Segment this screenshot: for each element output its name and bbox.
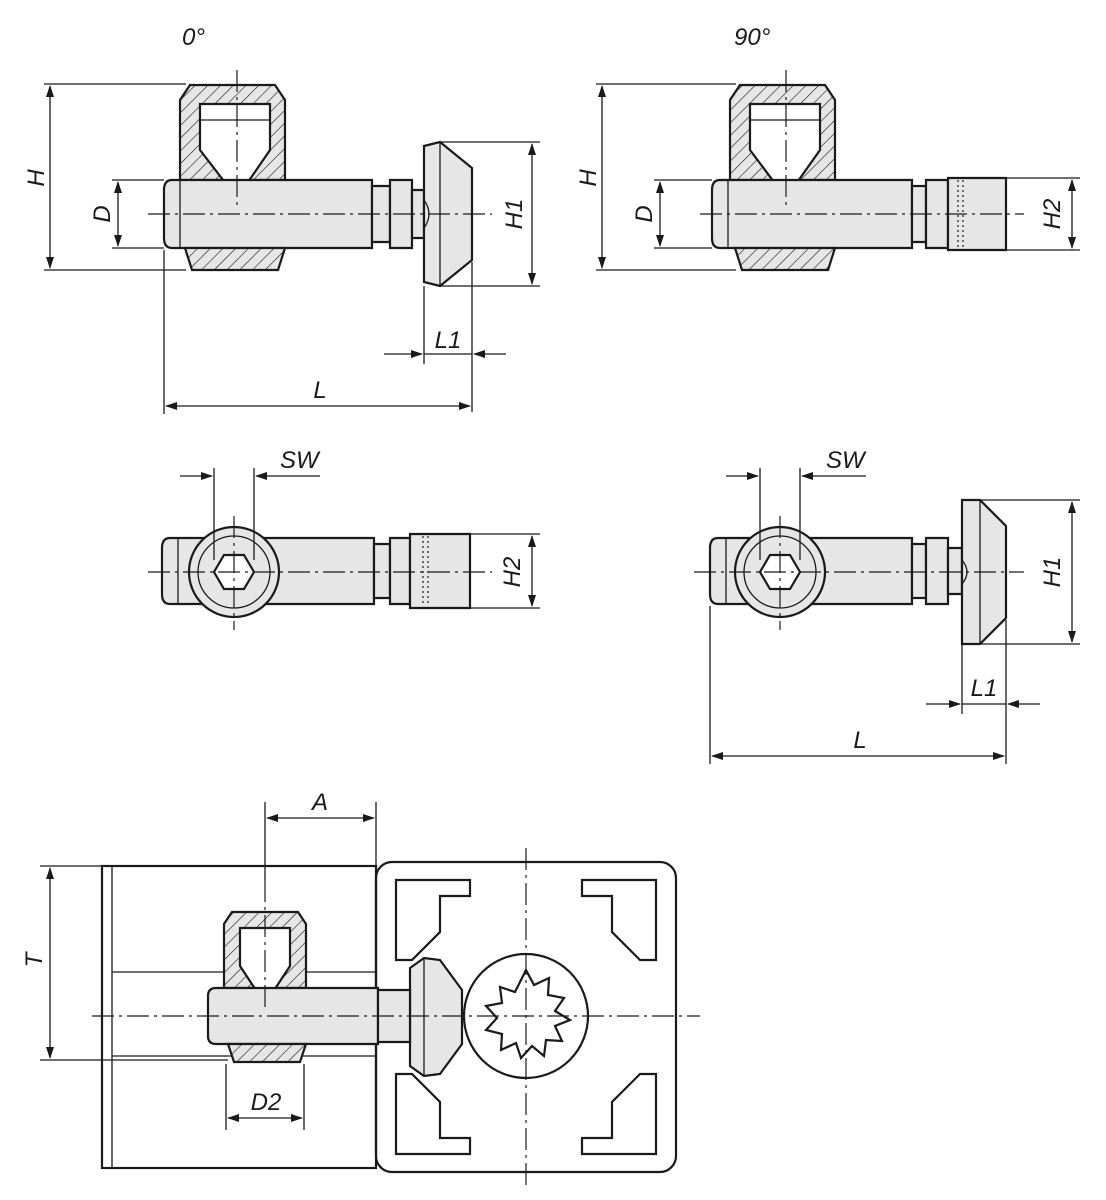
shaft-groove-top (372, 542, 392, 600)
label-l1-t: L1 (971, 675, 998, 702)
profile-pocket-bottom-left (394, 1072, 472, 1156)
profile-core-bore (483, 967, 573, 1061)
shaft-neck-top-t (946, 546, 964, 596)
washer-section-assembly (226, 1042, 308, 1064)
profile-pocket-bottom-right (580, 1072, 658, 1156)
label-h-90: H (575, 169, 602, 187)
shaft-assembly (206, 986, 380, 1046)
view-assembly: A T D2 (21, 789, 700, 1186)
shaft-collar-top-t (924, 536, 950, 606)
label-h: H (23, 169, 50, 187)
label-l-t: L (853, 727, 866, 754)
view-top-knurled: SW H2 (148, 447, 540, 630)
view-caption-0-degree: 0° (182, 24, 205, 51)
label-t: T (21, 950, 48, 967)
label-l1: L1 (435, 327, 462, 354)
washer-section (183, 246, 287, 272)
profile-pocket-top-right (580, 878, 658, 962)
label-h2-90: H2 (1039, 199, 1066, 230)
label-a: A (310, 789, 328, 816)
view-90-degree: 90° H D H2 (575, 24, 1080, 272)
view-caption-90-degree: 90° (734, 24, 771, 51)
washer-section-90 (733, 246, 837, 272)
shaft-groove-top-t (910, 542, 928, 600)
nut-bore (198, 102, 272, 200)
label-l: L (313, 377, 326, 404)
profile-pocket-top-left (394, 878, 472, 962)
nut-bore-90 (748, 102, 822, 200)
label-d: D (89, 205, 116, 222)
label-d2: D2 (251, 1089, 282, 1116)
label-sw: SW (280, 447, 321, 474)
label-h1-t: H1 (1039, 557, 1066, 588)
shaft-collar-top (388, 536, 412, 606)
view-top-t-head: SW H1 L1 L (694, 447, 1080, 764)
label-h2: H2 (499, 557, 526, 588)
label-h1: H1 (501, 199, 528, 230)
label-sw-t: SW (826, 447, 867, 474)
label-d-90: D (631, 205, 658, 222)
view-0-degree: 0° H D H1 (23, 24, 540, 414)
knurled-head-top (408, 532, 472, 610)
t-head-in-slot (408, 956, 464, 1078)
